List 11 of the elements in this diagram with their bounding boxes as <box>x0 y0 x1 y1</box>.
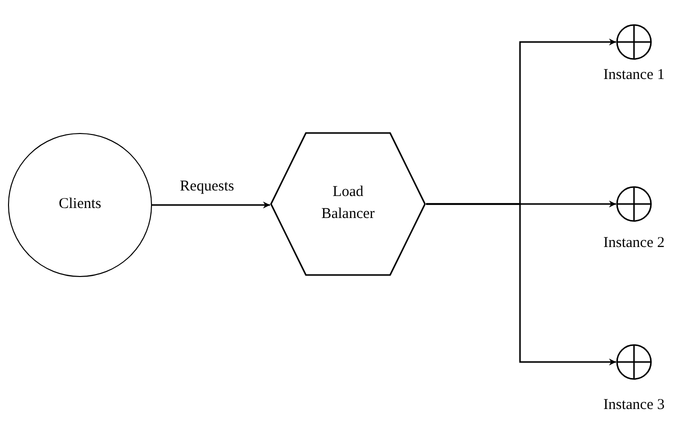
node-caption: Instance 3 <box>603 397 665 414</box>
node-caption: Instance 2 <box>603 235 665 252</box>
crossed-circle-node <box>616 24 652 60</box>
node-label: Load Balancer <box>320 183 376 224</box>
crossed-circle-node <box>616 186 652 222</box>
arrow <box>152 202 270 208</box>
node-label: Clients <box>58 195 102 214</box>
arrow <box>426 203 616 366</box>
edge-label: Requests <box>178 178 236 196</box>
crossed-circle-node <box>616 344 652 380</box>
node-caption: Instance 1 <box>603 67 665 84</box>
